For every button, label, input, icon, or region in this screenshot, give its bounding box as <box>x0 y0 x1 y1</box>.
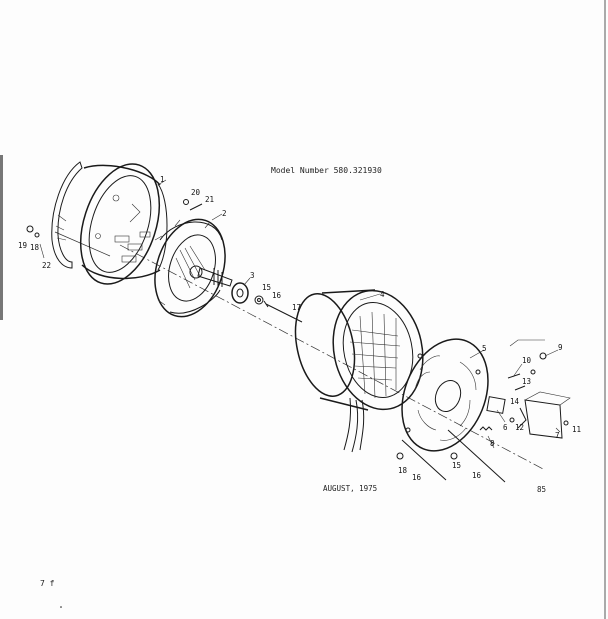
screw-part-20 <box>183 199 189 205</box>
scan-edge-right <box>604 0 606 619</box>
stator-part-4 <box>294 289 424 453</box>
spring-part-8 <box>479 426 493 431</box>
callout-leaders <box>39 179 561 449</box>
callout-4: 4 <box>380 290 385 299</box>
brush-holder-part-14 <box>486 396 506 414</box>
terminal-part-6 <box>517 407 527 429</box>
screw-part-21 <box>189 203 203 211</box>
callout-20: 20 <box>191 188 201 197</box>
end-bell-part-1 <box>80 163 168 285</box>
callout-7: 7 <box>555 431 560 440</box>
date-label: AUGUST, 1975 <box>323 484 377 493</box>
callout-19: 19 <box>18 241 27 250</box>
lockwasher-part-18-left <box>34 232 40 238</box>
capacitor-part-7 <box>524 391 571 439</box>
gasket-part-22 <box>51 161 83 269</box>
callout-13: 13 <box>522 377 531 386</box>
callout-3: 3 <box>250 271 255 280</box>
page-reference: 85 <box>537 485 546 494</box>
callout-16-lower-left: 16 <box>412 473 422 482</box>
scan-edge-left <box>0 155 3 320</box>
washer-part-15 <box>254 295 264 305</box>
callout-15-upper: 15 <box>262 283 271 292</box>
callout-16-upper: 16 <box>272 291 282 300</box>
callout-21: 21 <box>205 195 214 204</box>
callout-22: 22 <box>42 261 51 270</box>
corner-mark: 7 f <box>40 579 55 588</box>
speck <box>60 606 62 608</box>
callout-18-left: 18 <box>30 243 40 252</box>
callout-5: 5 <box>482 344 487 353</box>
callout-18-lower: 18 <box>398 466 408 475</box>
callout-9: 9 <box>558 343 563 352</box>
bearing-part-3 <box>231 282 249 304</box>
model-number-label: Model Number 580.321930 <box>271 166 382 175</box>
callout-12: 12 <box>515 423 524 432</box>
callout-10: 10 <box>522 356 532 365</box>
callout-15-lower: 15 <box>452 461 461 470</box>
callout-1: 1 <box>160 175 165 184</box>
callout-8: 8 <box>490 439 495 448</box>
callout-2: 2 <box>222 209 227 218</box>
through-bolt-part-16-lower <box>396 429 506 483</box>
callout-17: 17 <box>292 303 301 312</box>
callout-6: 6 <box>503 423 508 432</box>
nut-part-19 <box>26 225 34 233</box>
callout-14: 14 <box>510 397 520 406</box>
rotor-part-2 <box>154 218 233 318</box>
end-bracket-part-5 <box>401 338 489 452</box>
screws-parts-9-13 <box>507 352 569 426</box>
callout-16-lower-right: 16 <box>472 471 482 480</box>
axis-line-left <box>54 231 111 257</box>
callout-11: 11 <box>572 425 581 434</box>
assembly-axis-line <box>119 244 546 471</box>
